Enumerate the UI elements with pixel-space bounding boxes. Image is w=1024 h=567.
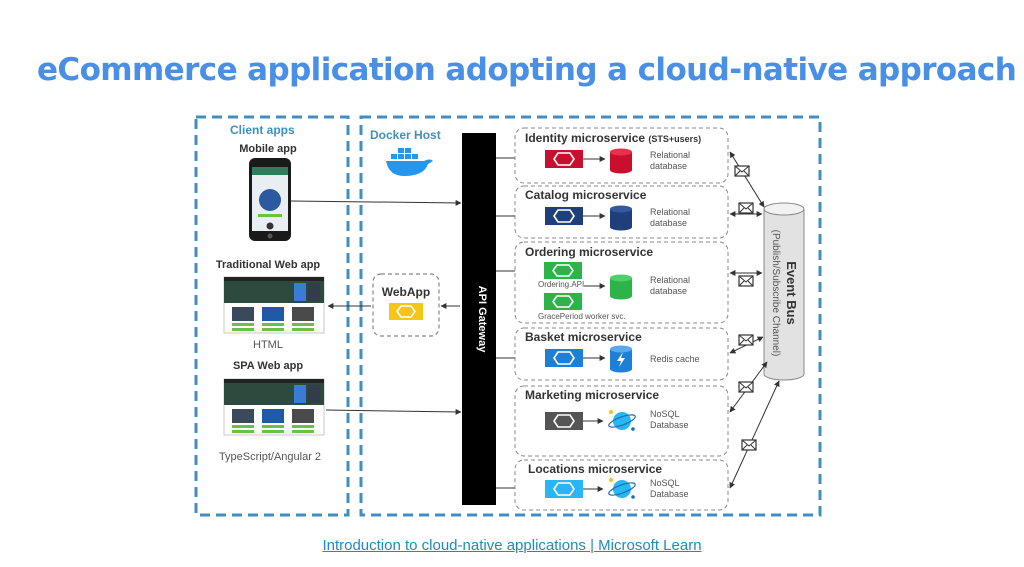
svg-text:Relational: Relational	[650, 207, 690, 217]
catalog-database-icon	[610, 205, 632, 231]
api-gateway-bar	[462, 133, 496, 505]
mobile-phone-icon	[249, 158, 291, 241]
cosmos-db-icon	[608, 410, 636, 431]
marketing-microservice: Marketing microservice NoSQL Database	[514, 385, 729, 457]
spa-web-app-screenshot	[223, 378, 325, 436]
spa-web-app-caption: TypeScript/Angular 2	[219, 451, 321, 463]
ordering-api-label: Ordering.API	[538, 280, 584, 289]
locations-name: Locations microservice	[528, 462, 662, 476]
svg-text:Identity microservice (STS+use: Identity microservice (STS+users)	[525, 131, 701, 145]
client-apps-header: Client apps	[230, 123, 295, 137]
bus-connection-arrows	[729, 151, 780, 489]
event-bus-subtitle: (Publish/Subscribe Channel)	[770, 230, 781, 357]
ordering-api-container-icon	[544, 262, 582, 279]
ordering-database-icon	[610, 274, 632, 300]
mobile-to-gateway-arrow	[290, 199, 462, 206]
svg-text:Redis cache: Redis cache	[650, 354, 700, 364]
basket-microservice: Basket microservice Redis cache	[514, 327, 729, 381]
ordering-microservice: Ordering microservice Ordering.API Grace…	[514, 241, 729, 324]
page-title: eCommerce application adopting a cloud-n…	[37, 52, 1017, 88]
identity-container-icon	[545, 150, 583, 168]
client-apps-frame	[194, 115, 350, 517]
marketing-name: Marketing microservice	[525, 388, 659, 402]
traditional-web-app-screenshot	[223, 276, 325, 334]
api-gateway-label: API Gateway	[476, 286, 488, 354]
svg-text:Relational: Relational	[650, 275, 690, 285]
svg-text:Relational: Relational	[650, 150, 690, 160]
docker-host-label: Docker Host	[370, 128, 441, 142]
ordering-name: Ordering microservice	[525, 245, 653, 259]
locations-microservice: Locations microservice NoSQL Database	[514, 459, 729, 511]
catalog-microservice: Catalog microservice Relational database	[514, 185, 729, 239]
webapp-container-icon	[389, 303, 423, 320]
microsoft-learn-link[interactable]: Introduction to cloud-native application…	[322, 537, 702, 554]
identity-database-icon	[610, 148, 632, 174]
mobile-app-label: Mobile app	[239, 143, 297, 155]
docker-whale-icon	[386, 148, 433, 176]
ordering-worker-container-icon	[544, 293, 582, 310]
catalog-container-icon	[545, 207, 583, 225]
spa-web-app-label: SPA Web app	[233, 360, 303, 372]
svg-text:database: database	[650, 286, 687, 296]
svg-text:Database: Database	[650, 489, 689, 499]
identity-suffix: (STS+users)	[648, 134, 701, 144]
redis-cache-icon	[610, 345, 632, 373]
identity-microservice: Identity microservice (STS+users) Relati…	[514, 127, 729, 184]
traditional-web-app-label: Traditional Web app	[216, 259, 321, 271]
event-bus-cylinder: Event Bus (Publish/Subscribe Channel)	[763, 202, 805, 381]
docker-host-frame	[359, 115, 822, 517]
catalog-name: Catalog microservice	[525, 188, 647, 202]
event-bus-label: Event Bus	[784, 261, 799, 325]
svg-text:Database: Database	[650, 420, 689, 430]
locations-container-icon	[545, 480, 583, 498]
svg-text:database: database	[650, 218, 687, 228]
svg-text:NoSQL: NoSQL	[650, 409, 680, 419]
identity-name: Identity microservice	[525, 131, 645, 145]
cosmos-db-icon	[608, 478, 636, 499]
svg-text:NoSQL: NoSQL	[650, 478, 680, 488]
webapp-label: WebApp	[382, 285, 430, 299]
basket-container-icon	[545, 349, 583, 367]
spa-to-gateway-arrow	[325, 408, 462, 415]
ordering-worker-label: GracePeriod worker svc.	[538, 312, 626, 321]
traditional-web-app-caption: HTML	[253, 339, 283, 351]
marketing-container-icon	[545, 412, 583, 430]
svg-text:database: database	[650, 161, 687, 171]
basket-name: Basket microservice	[525, 330, 642, 344]
